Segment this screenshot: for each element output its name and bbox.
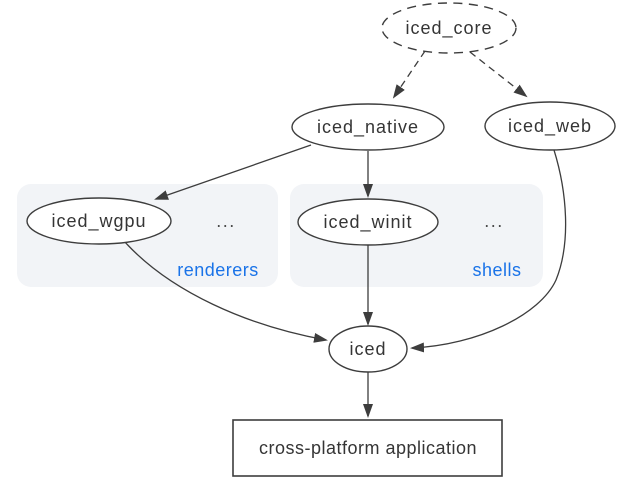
iced-native-label: iced_native [317, 117, 419, 138]
shells-ellipsis: ... [484, 211, 504, 231]
iced-winit-label: iced_winit [323, 212, 412, 233]
iced-label: iced [349, 339, 386, 359]
node-iced-web [484, 101, 616, 151]
edge-iced-core-to-iced-web [469, 51, 528, 98]
node-iced-native [291, 103, 445, 151]
edge-iced-web-to-iced [410, 149, 567, 353]
renderers-ellipsis: ... [216, 211, 236, 231]
iced-web-label: iced_web [508, 116, 592, 137]
node-iced [328, 325, 408, 373]
edge-iced-core-to-iced-native [392, 50, 426, 99]
renderers-group-label: renderers [177, 260, 259, 280]
node-iced-core [381, 2, 517, 54]
shells-group-label: shells [472, 260, 521, 280]
node-cross-platform-application [232, 419, 503, 477]
iced-wgpu-label: iced_wgpu [51, 211, 146, 232]
edge-iced-native-to-iced-wgpu [154, 144, 312, 200]
cross-platform-application-label: cross-platform application [259, 438, 477, 458]
iced-core-label: iced_core [405, 18, 492, 39]
edge-iced-wgpu-to-iced [123, 240, 328, 343]
node-iced-wgpu [26, 197, 172, 245]
node-iced-winit [297, 198, 439, 246]
